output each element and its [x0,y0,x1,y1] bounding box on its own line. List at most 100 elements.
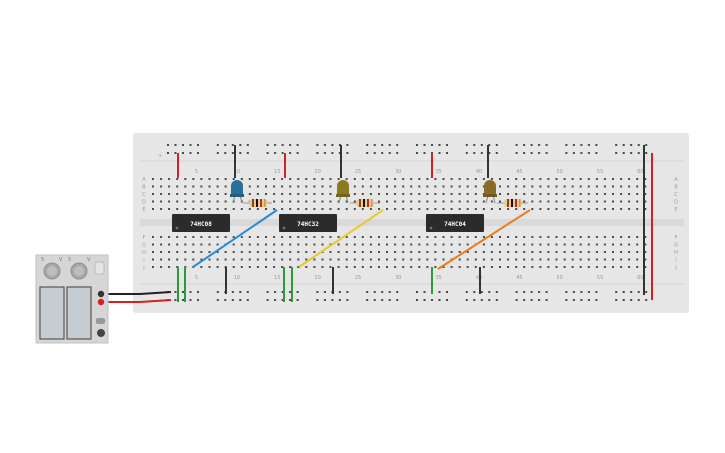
hole[interactable] [595,178,598,180]
hole[interactable] [458,200,461,203]
hole[interactable] [224,299,227,301]
hole[interactable] [369,208,372,210]
hole[interactable] [256,178,259,180]
hole[interactable] [531,236,534,238]
hole[interactable] [410,258,413,261]
hole[interactable] [545,291,548,293]
hole[interactable] [316,299,319,301]
hole[interactable] [515,251,518,253]
hole[interactable] [231,144,234,146]
hole[interactable] [289,243,292,246]
hole[interactable] [321,178,324,180]
hole[interactable] [480,152,483,154]
hole[interactable] [160,251,163,253]
hole[interactable] [168,178,171,180]
hole[interactable] [645,299,648,301]
hole[interactable] [281,251,284,253]
hole[interactable] [297,251,300,253]
hole[interactable] [426,251,429,253]
hole[interactable] [507,251,510,253]
hole[interactable] [297,243,300,246]
hole[interactable] [645,291,648,293]
hole[interactable] [345,200,348,203]
hole[interactable] [563,266,566,268]
hole[interactable] [571,193,574,195]
hole[interactable] [555,200,558,203]
hole[interactable] [473,152,476,154]
hole[interactable] [197,144,199,146]
hole[interactable] [192,200,195,203]
yellow-wire[interactable] [298,209,384,268]
hole[interactable] [615,299,618,301]
hole[interactable] [378,251,380,253]
hole[interactable] [216,236,219,238]
hole[interactable] [474,236,477,238]
hole[interactable] [189,299,192,301]
hole[interactable] [361,251,364,253]
hole[interactable] [256,251,259,253]
hole[interactable] [644,200,647,203]
hole[interactable] [160,258,163,261]
hole[interactable] [644,178,647,180]
hole[interactable] [174,144,177,146]
hole[interactable] [418,266,421,268]
hole[interactable] [482,200,485,203]
hole[interactable] [386,193,388,195]
hole[interactable] [394,185,397,188]
hole[interactable] [316,144,319,146]
hole[interactable] [394,258,397,261]
hole[interactable] [361,266,364,268]
hole[interactable] [612,251,614,253]
hole[interactable] [345,208,348,210]
hole[interactable] [636,258,639,261]
hole[interactable] [630,299,633,301]
hole[interactable] [239,144,242,146]
hole[interactable] [353,266,356,268]
hole[interactable] [612,208,614,210]
hole[interactable] [337,200,340,203]
hole[interactable] [182,299,184,301]
hole[interactable] [572,152,575,154]
hole[interactable] [630,144,633,146]
hole[interactable] [579,185,582,188]
hole[interactable] [418,258,421,261]
hole[interactable] [636,193,639,195]
hole[interactable] [499,236,501,238]
hole[interactable] [274,152,277,154]
hole[interactable] [644,208,647,210]
hole[interactable] [208,266,211,268]
hole[interactable] [174,291,177,293]
hole[interactable] [338,144,341,146]
hole[interactable] [426,236,429,238]
hole[interactable] [495,299,498,301]
hole[interactable] [410,185,413,188]
hole[interactable] [482,236,485,238]
hole[interactable] [313,208,316,210]
hole[interactable] [418,243,421,246]
hole[interactable] [622,152,625,154]
hole[interactable] [316,152,319,154]
hole[interactable] [281,236,284,238]
hole[interactable] [369,266,372,268]
hole[interactable] [587,251,590,253]
hole[interactable] [337,258,340,261]
hole[interactable] [167,144,169,146]
hole[interactable] [369,178,372,180]
hole[interactable] [378,236,380,238]
hole[interactable] [595,144,598,146]
hole[interactable] [248,236,251,238]
hole[interactable] [184,200,187,203]
led-3[interactable] [483,180,497,204]
hole[interactable] [265,266,267,268]
hole[interactable] [628,193,631,195]
power-wire-red[interactable] [101,299,172,303]
hole[interactable] [366,299,369,301]
hole[interactable] [248,178,251,180]
hole[interactable] [176,251,179,253]
hole[interactable] [418,185,421,188]
hole[interactable] [539,185,542,188]
hole[interactable] [507,266,510,268]
hole[interactable] [563,178,566,180]
hole[interactable] [224,193,227,195]
hole[interactable] [402,185,405,188]
